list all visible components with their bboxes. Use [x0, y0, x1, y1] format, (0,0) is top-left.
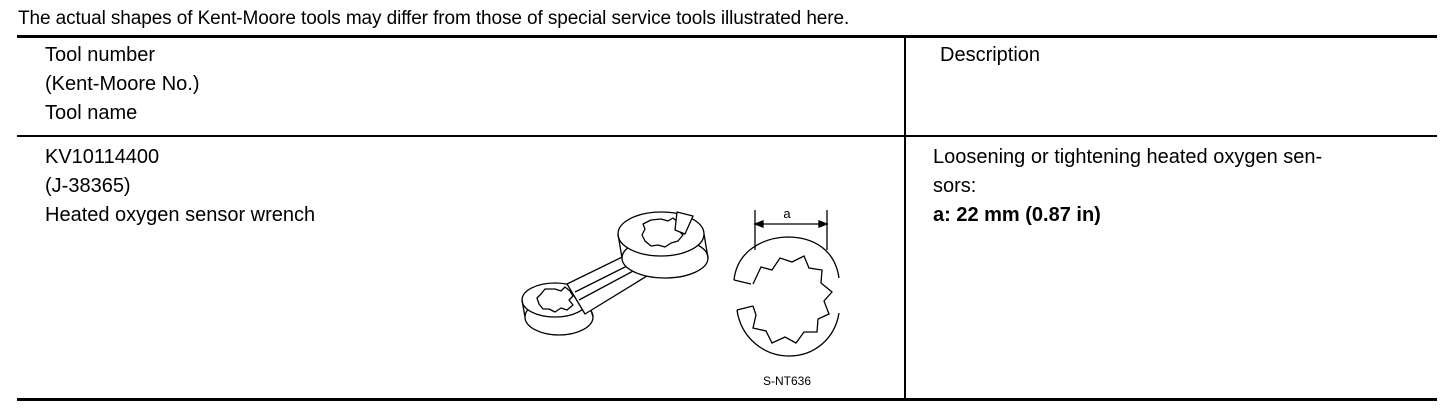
- description-line-1: Loosening or tightening heated oxygen se…: [933, 146, 1323, 168]
- flare-opening-diagram: [733, 210, 840, 357]
- kent-moore-number: (J-38365): [45, 175, 131, 197]
- header-tool-number: Tool number: [45, 44, 156, 66]
- tool-spec: a: 22 mm (0.87 in): [933, 204, 1101, 226]
- table-bottom-rule: [17, 398, 1437, 401]
- header-tool-name: Tool name: [45, 102, 138, 124]
- wrench-illustration: a S-NT636: [521, 206, 840, 388]
- tool-name: Heated oxygen sensor wrench: [45, 204, 316, 226]
- illustration-code: S-NT636: [763, 374, 811, 388]
- tool-info: KV10114400 (J-38365) Heated oxygen senso…: [45, 143, 315, 230]
- description-line-2: sors:: [933, 175, 977, 197]
- table-note: The actual shapes of Kent-Moore tools ma…: [18, 8, 850, 29]
- header-tool-column: Tool number (Kent-Moore No.) Tool name: [45, 41, 200, 128]
- wrench-icon: [521, 211, 709, 336]
- dimension-label: a: [783, 206, 791, 221]
- header-kent-moore-no: (Kent-Moore No.): [45, 73, 200, 95]
- header-description: Description: [940, 44, 1041, 66]
- tool-description: Loosening or tightening heated oxygen se…: [933, 143, 1322, 230]
- tool-number: KV10114400: [45, 146, 160, 168]
- header-divider: [17, 135, 1437, 137]
- column-divider: [904, 38, 906, 398]
- table-top-rule: [17, 35, 1437, 38]
